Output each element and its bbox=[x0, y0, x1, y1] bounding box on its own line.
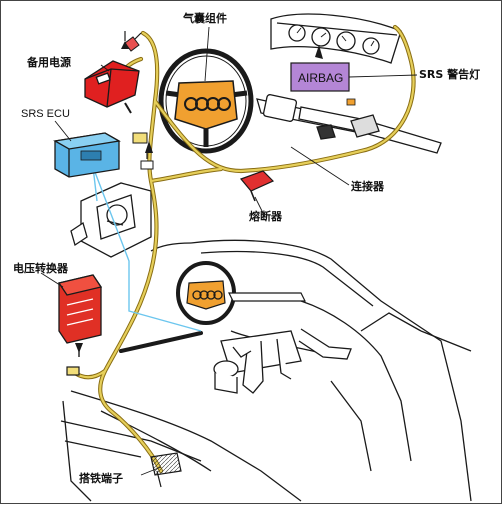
srs-ecu-label: SRS ECU bbox=[21, 108, 70, 120]
arrow-to-backup-power bbox=[121, 41, 129, 49]
car-body-outline bbox=[60, 239, 472, 502]
voltage-converter-label: 电压转换器 bbox=[13, 262, 68, 275]
backup-power-connector bbox=[124, 32, 142, 52]
fuse-label: 熔断器 bbox=[249, 210, 282, 223]
leader-lines bbox=[40, 26, 418, 476]
steering-wheel-upper bbox=[158, 48, 254, 154]
pointer-arrows bbox=[75, 31, 323, 353]
srs-ecu-unit bbox=[53, 132, 121, 178]
steering-wheel-lower bbox=[176, 261, 306, 325]
instrument-cluster bbox=[270, 13, 402, 64]
airbag-warning-box bbox=[290, 62, 356, 106]
ground-terminal bbox=[66, 366, 182, 488]
connector-label: 连接器 bbox=[351, 180, 384, 193]
ground-terminal-label: 搭铁端子 bbox=[79, 472, 123, 485]
backup-power-unit bbox=[84, 60, 140, 114]
fuse-unit bbox=[239, 170, 275, 202]
backup-power-label: 备用电源 bbox=[27, 56, 71, 69]
pedal-assembly bbox=[213, 328, 352, 394]
airbag-module-label: 气囊组件 bbox=[183, 12, 227, 25]
airbag-box-label: AIRBAG bbox=[298, 71, 344, 85]
srs-warning-lamp-label: SRS 警告灯 bbox=[419, 68, 481, 81]
steering-column bbox=[256, 94, 442, 154]
arrow-to-connector bbox=[145, 141, 153, 153]
airbag-pad bbox=[174, 80, 238, 130]
arrow-to-voltage-converter bbox=[75, 343, 83, 353]
ecu-mounting-bracket bbox=[70, 182, 152, 258]
voltage-converter-unit bbox=[57, 274, 103, 357]
